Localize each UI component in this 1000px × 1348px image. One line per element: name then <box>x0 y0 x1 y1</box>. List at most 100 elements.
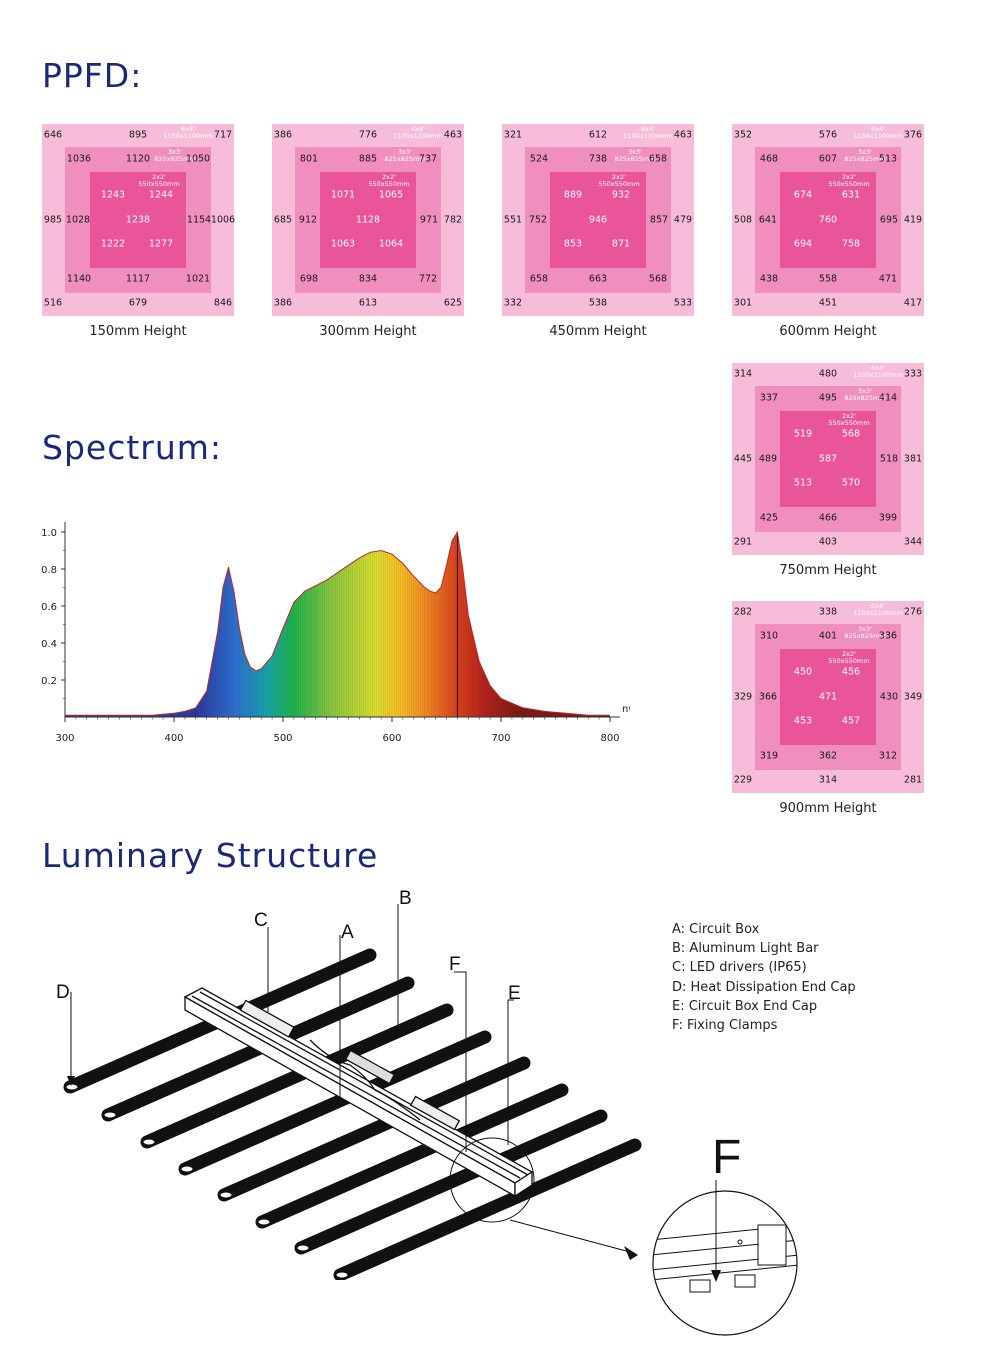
ppfd-value: 362 <box>818 750 838 762</box>
end-cap <box>219 1191 233 1199</box>
ppfd-value: 414 <box>878 392 898 404</box>
end-cap <box>65 1083 79 1091</box>
ppfd-value: 1050 <box>185 153 211 165</box>
ppfd-value: 631 <box>841 189 861 201</box>
ppfd-title: PPFD: <box>42 56 143 95</box>
ppfd-value: 314 <box>733 368 753 380</box>
legend-item: A: Circuit Box <box>672 922 760 937</box>
ppfd-value: 758 <box>841 238 861 250</box>
ppfd-value: 386 <box>273 129 293 141</box>
ppfd-value: 658 <box>529 273 549 285</box>
ppfd-caption: 450mm Height <box>549 324 647 339</box>
ppfd-value: 658 <box>648 153 668 165</box>
ppfd-value: 229 <box>733 774 753 786</box>
circuit-box-end <box>514 1170 533 1198</box>
ppfd-zone-label-outer: 6x4'1100x1100mm <box>163 125 213 140</box>
ppfd-value: 419 <box>903 214 923 226</box>
x-tick-label: 700 <box>491 733 510 744</box>
end-cap <box>335 1271 349 1279</box>
light-bar <box>217 1056 531 1202</box>
ppfd-zone-inner <box>780 172 876 268</box>
ppfd-value: 466 <box>818 512 838 524</box>
callout-line-f <box>454 971 467 1152</box>
ppfd-value: 1006 <box>210 214 236 226</box>
ppfd-value: 463 <box>673 129 693 141</box>
light-bar <box>255 1083 569 1229</box>
callout-lines <box>70 904 514 1152</box>
ppfd-value: 352 <box>733 129 753 141</box>
y-tick-label: 0.2 <box>41 676 57 687</box>
ppfd-value: 679 <box>128 297 148 309</box>
x-tick-label: 300 <box>55 733 74 744</box>
light-bar <box>333 1138 642 1280</box>
ppfd-zone-label-mid: 3x3'825x825mm <box>844 148 886 163</box>
ppfd-value: 399 <box>878 512 898 524</box>
connector-block <box>344 1049 396 1085</box>
ppfd-zone-label-inner: 2x2'550x550mm <box>828 650 870 665</box>
ppfd-zone-inner <box>320 172 416 268</box>
luminary-drawing <box>63 904 642 1280</box>
ppfd-value: 685 <box>273 214 293 226</box>
fixing-clamp <box>689 1279 711 1293</box>
ppfd-value: 834 <box>358 273 378 285</box>
ppfd-value: 450 <box>793 666 813 678</box>
ppfd-value: 801 <box>299 153 319 165</box>
y-tick-label: 0.6 <box>41 602 57 613</box>
led-driver <box>239 999 295 1038</box>
ppfd-value: 871 <box>611 238 631 250</box>
ppfd-value: 471 <box>818 691 838 703</box>
end-cap <box>257 1218 271 1226</box>
ppfd-value: 457 <box>841 715 861 727</box>
screw <box>737 1239 743 1245</box>
ppfd-value: 752 <box>528 214 548 226</box>
ppfd-value: 776 <box>358 129 378 141</box>
ppfd-value: 717 <box>213 129 233 141</box>
ppfd-value: 518 <box>879 453 899 465</box>
ppfd-value: 663 <box>588 273 608 285</box>
ppfd-zone-label-outer: 6x4'1100x1100mm <box>623 125 673 140</box>
ppfd-caption: 600mm Height <box>779 324 877 339</box>
ppfd-value: 451 <box>818 297 838 309</box>
ppfd-value: 314 <box>818 774 838 786</box>
ppfd-value: 760 <box>818 214 838 226</box>
bar-end-caps <box>65 1083 349 1279</box>
ppfd-value: 513 <box>793 477 813 489</box>
ppfd-value: 853 <box>563 238 583 250</box>
x-tick-label: 800 <box>600 733 619 744</box>
led-driver <box>409 1095 461 1131</box>
ppfd-value: 1063 <box>330 238 356 250</box>
ppfd-value: 513 <box>878 153 898 165</box>
ppfd-value: 508 <box>733 214 753 226</box>
ppfd-value: 698 <box>299 273 319 285</box>
ppfd-value: 403 <box>818 536 838 548</box>
callout-line-e <box>507 999 514 1145</box>
ppfd-value: 291 <box>733 536 753 548</box>
ppfd-value: 558 <box>818 273 838 285</box>
end-cap <box>142 1138 156 1146</box>
ppfd-value: 1128 <box>355 214 381 226</box>
ppfd-value: 337 <box>759 392 779 404</box>
ppfd-value: 1117 <box>125 273 151 285</box>
ppfd-caption: 750mm Height <box>779 563 877 578</box>
ppfd-zone-label-outer: 6x4'1100x1100mm <box>853 602 903 617</box>
ppfd-value: 772 <box>418 273 438 285</box>
callout-b: B <box>399 888 412 909</box>
ppfd-value: 625 <box>443 297 463 309</box>
ppfd-value: 310 <box>759 630 779 642</box>
light-bar <box>178 1030 492 1176</box>
callout-d: D <box>56 982 70 1003</box>
ppfd-value: 1154 <box>186 214 212 226</box>
ppfd-value: 471 <box>878 273 898 285</box>
detail-rail <box>653 1264 797 1281</box>
structure-title: Luminary Structure <box>42 836 379 875</box>
ppfd-value: 319 <box>759 750 779 762</box>
ppfd-zone-label-inner: 2x2'550x550mm <box>368 173 410 188</box>
legend-item: F: Fixing Clamps <box>672 1018 778 1034</box>
ppfd-value: 430 <box>879 691 899 703</box>
ppfd-value: 519 <box>793 428 813 440</box>
ppfd-value: 453 <box>793 715 813 727</box>
zoom-arrow <box>509 1219 631 1253</box>
ppfd-value: 1277 <box>148 238 174 250</box>
